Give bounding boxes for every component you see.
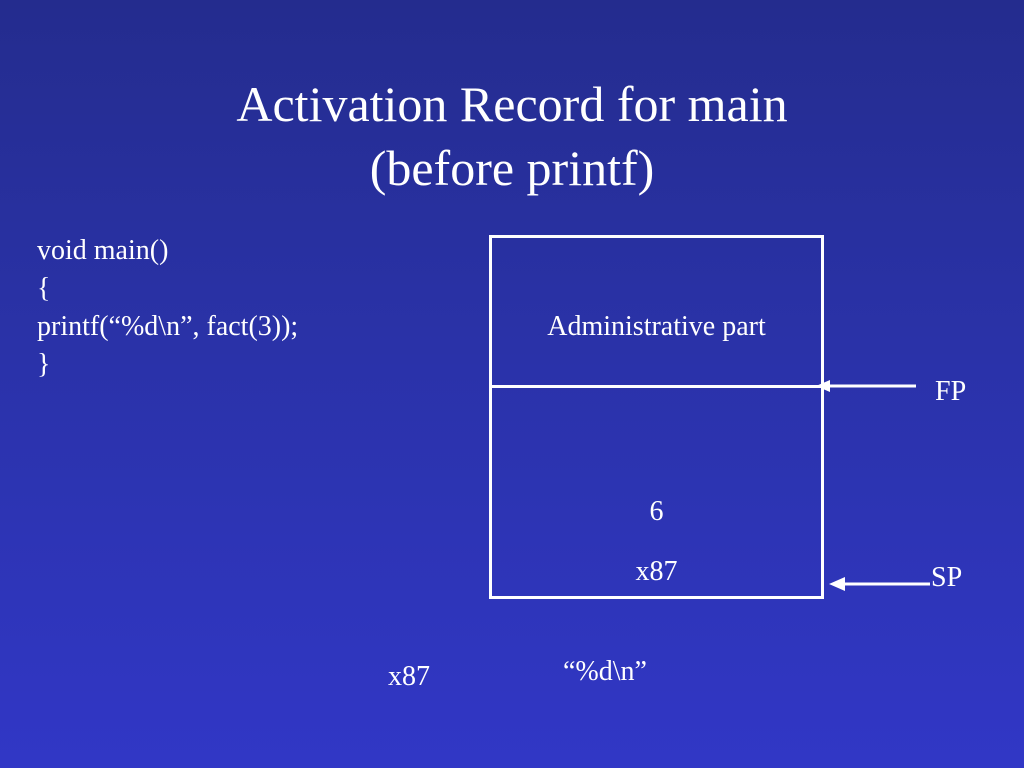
fp-arrow-icon [816, 380, 916, 392]
code-line-1: void main() [37, 235, 169, 266]
return-address-label: x87 [388, 661, 430, 692]
frame-value-x87: x87 [635, 556, 678, 587]
frame-divider [492, 385, 821, 388]
code-line-2: { [37, 273, 51, 304]
fp-label: FP [935, 376, 967, 407]
code-block: void main() { printf(“%d\n”, fact(3)); } [37, 232, 298, 384]
frame-value-6: 6 [649, 496, 664, 527]
administrative-part-label: Administrative part [547, 311, 766, 342]
activation-record-frame: Administrative part 6 x87 [489, 235, 824, 599]
format-string-label: “%d\n” [563, 656, 647, 687]
code-line-3: printf(“%d\n”, fact(3)); [37, 311, 299, 342]
sp-arrow-icon [829, 577, 930, 591]
title-line-2: (before printf) [369, 140, 655, 196]
sp-label: SP [931, 562, 963, 593]
title-line-1: Activation Record for main [236, 76, 788, 132]
code-line-4: } [37, 349, 51, 380]
slide-title: Activation Record for main (before print… [0, 72, 1024, 200]
